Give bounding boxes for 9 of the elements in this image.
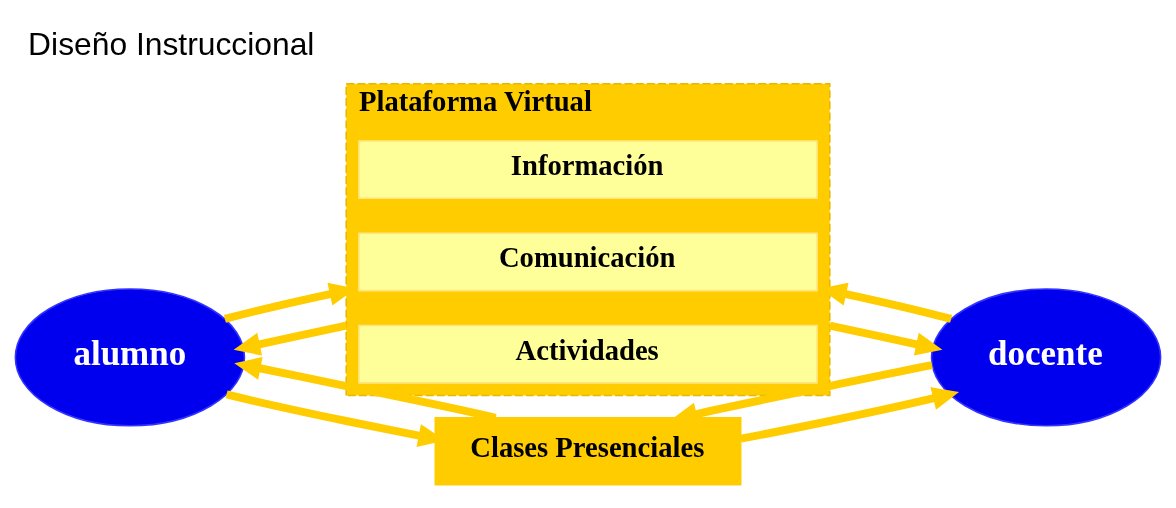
node-ellipse: alumno — [14, 288, 246, 427]
node-box: Actividades — [358, 324, 818, 384]
arrow — [828, 321, 943, 356]
node-box: Información — [358, 140, 818, 200]
arrow — [233, 321, 348, 356]
node-box: Clases Presenciales — [434, 417, 742, 486]
arrow — [740, 387, 960, 443]
node-box: Comunicación — [358, 232, 818, 292]
diagram-title: Diseño Instruccional — [28, 26, 315, 63]
